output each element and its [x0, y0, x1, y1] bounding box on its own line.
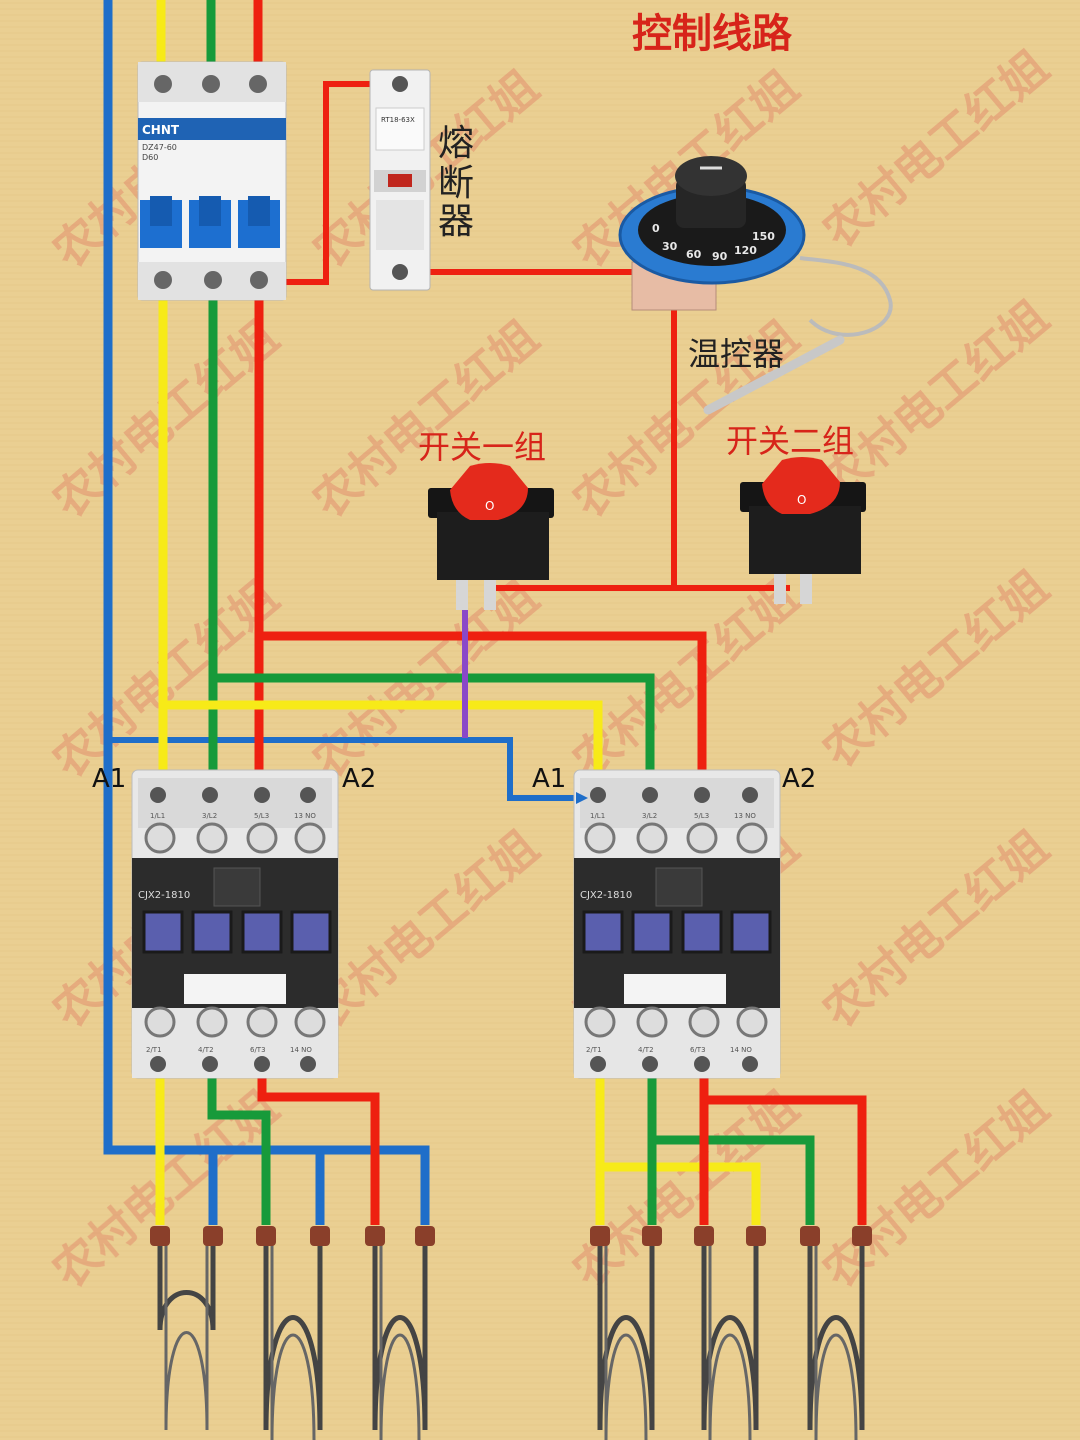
- right-top-t3: 5/L3: [694, 812, 709, 820]
- diagram-title: 控制线路: [632, 11, 793, 57]
- switch-group2-label: 开关二组: [726, 422, 854, 460]
- right-top-t4: 13 NO: [734, 812, 756, 820]
- left-a2-label: A2: [342, 764, 376, 794]
- switch2-off-mark: O: [797, 493, 806, 507]
- left-contactor-model: CJX2-1810: [138, 890, 190, 901]
- neutral-wire-coil: [108, 737, 585, 801]
- left-bottom-t2: 4/T2: [198, 1046, 214, 1054]
- breaker-model: DZ47-60: [142, 143, 177, 152]
- l3-branch-right: [259, 631, 707, 830]
- contactor-right: 1/L1 3/L2 5/L3 13 NO CJX2-1810 2/T1 4/T2…: [573, 769, 781, 1079]
- heater-left-1: [157, 1240, 216, 1331]
- heater-left-3: [372, 1240, 428, 1431]
- dial-30: 30: [662, 240, 678, 253]
- right-bottom-t2: 4/T2: [638, 1046, 654, 1054]
- right-bottom-t3: 6/T3: [690, 1046, 706, 1054]
- right-bottom-t4: 14 NO: [730, 1046, 752, 1054]
- heating-elements-left: [157, 1240, 428, 1440]
- left-a1-label: A1: [92, 764, 126, 794]
- breaker-brand: CHNT: [142, 123, 180, 137]
- left-top-t4: 13 NO: [294, 812, 316, 820]
- dial-120: 120: [734, 244, 757, 257]
- right-bottom-t1: 2/T1: [586, 1046, 602, 1054]
- heater-right-1: [597, 1240, 655, 1431]
- right-a1-label: A1: [532, 764, 566, 794]
- fuse-model: RT18-63X: [381, 116, 415, 124]
- dial-90: 90: [712, 250, 728, 263]
- right-top-t2: 3/L2: [642, 812, 657, 820]
- heater-right-2: [701, 1240, 759, 1431]
- switch1-off-mark: O: [485, 499, 494, 513]
- left-top-t1: 1/L1: [150, 812, 165, 820]
- left-bottom-t4: 14 NO: [290, 1046, 312, 1054]
- heater-terminals-right: [590, 1226, 872, 1246]
- heater-terminals-left: [150, 1226, 435, 1246]
- contactor-left: 1/L1 3/L2 5/L3 13 NO CJX2-1810 2/T1 4/T2…: [131, 769, 339, 1079]
- fuse-label-3: 器: [438, 201, 474, 242]
- fuse-label-1: 熔: [438, 123, 474, 164]
- right-top-t1: 1/L1: [590, 812, 605, 820]
- left-bottom-t3: 6/T3: [250, 1046, 266, 1054]
- heating-elements-right: [597, 1240, 865, 1440]
- thermostat-label: 温控器: [688, 335, 784, 373]
- breaker-rating: D60: [142, 153, 158, 162]
- heater-right-3: [807, 1240, 865, 1431]
- thermostat-dial: 0 30 60 90 120 150: [652, 222, 775, 263]
- right-a2-label: A2: [782, 764, 816, 794]
- left-bottom-t1: 2/T1: [146, 1046, 162, 1054]
- fuse-holder: RT18-63X: [369, 69, 431, 291]
- circuit-breaker: CHNT DZ47-60 D60: [137, 61, 287, 301]
- fuse-label-2: 断: [438, 163, 474, 204]
- wires: [103, 0, 867, 1225]
- control-wire-fuse-in: [259, 81, 400, 285]
- switch-group1-label: 开关一组: [418, 428, 546, 466]
- dial-60: 60: [686, 248, 702, 261]
- rocker-switch-1: O: [428, 463, 554, 610]
- left-top-t3: 5/L3: [254, 812, 269, 820]
- right-contactor-model: CJX2-1810: [580, 890, 632, 901]
- heater-left-2: [263, 1240, 323, 1431]
- rocker-switch-2: O: [740, 457, 866, 604]
- dial-0: 0: [652, 222, 660, 235]
- right-out-l3-branch: [704, 1095, 867, 1225]
- dial-150: 150: [752, 230, 775, 243]
- thermostat: 0 30 60 90 120 150: [618, 156, 893, 415]
- fuse-label: 熔 断 器: [438, 123, 474, 242]
- left-top-t2: 3/L2: [202, 812, 217, 820]
- coil-feed-arrow: [576, 792, 588, 804]
